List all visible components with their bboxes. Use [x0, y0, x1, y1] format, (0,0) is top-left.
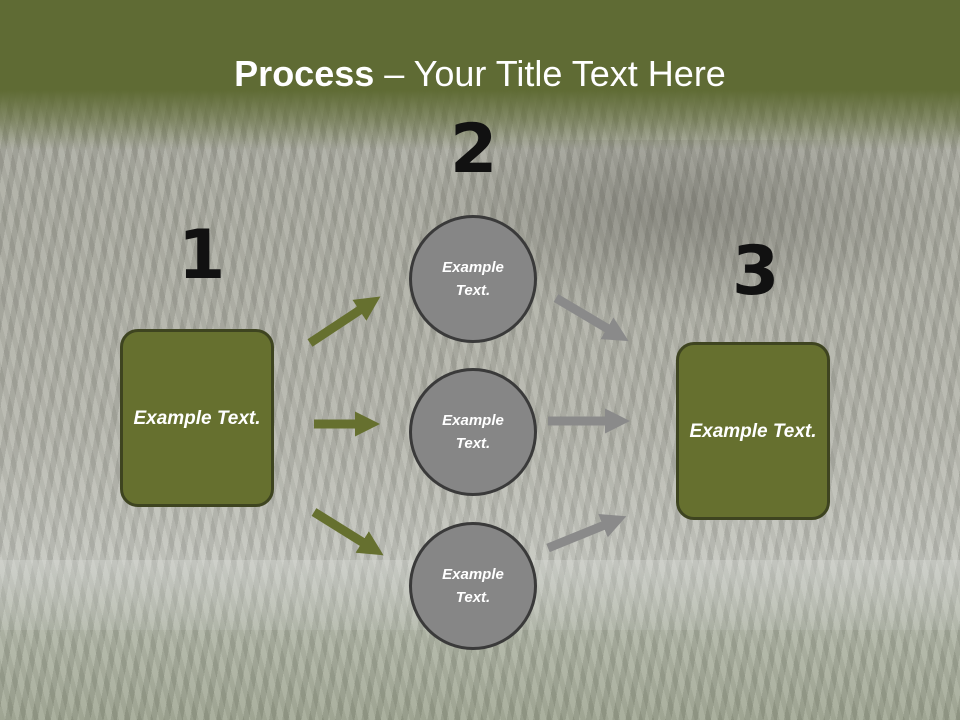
circle-top-text: Example Text.	[442, 259, 504, 299]
circle-top[interactable]: Example Text.	[409, 215, 537, 343]
circle-middle[interactable]: Example Text.	[409, 368, 537, 496]
right-text-box[interactable]: Example Text.	[676, 342, 830, 520]
arrow-from-top-circle	[553, 294, 629, 342]
title-bar	[0, 0, 960, 150]
circle-middle-text: Example Text.	[442, 412, 504, 452]
title-bold: Process	[234, 53, 375, 94]
step-number-2: 2	[450, 110, 498, 189]
arrow-to-top-circle	[307, 296, 381, 347]
title-rest: – Your Title Text Here	[374, 53, 726, 94]
arrow-to-bottom-circle	[311, 508, 384, 556]
arrow-from-bottom-circle	[546, 514, 627, 553]
step-number-3: 3	[732, 232, 780, 311]
circle-bottom[interactable]: Example Text.	[409, 522, 537, 650]
right-box-text: Example Text.	[689, 420, 817, 442]
left-box-text: Example Text.	[133, 407, 261, 429]
circle-bottom-text: Example Text.	[442, 566, 504, 606]
step-number-1: 1	[178, 216, 226, 295]
slide-title[interactable]: Process – Your Title Text Here	[0, 53, 960, 95]
left-text-box[interactable]: Example Text.	[120, 329, 274, 507]
